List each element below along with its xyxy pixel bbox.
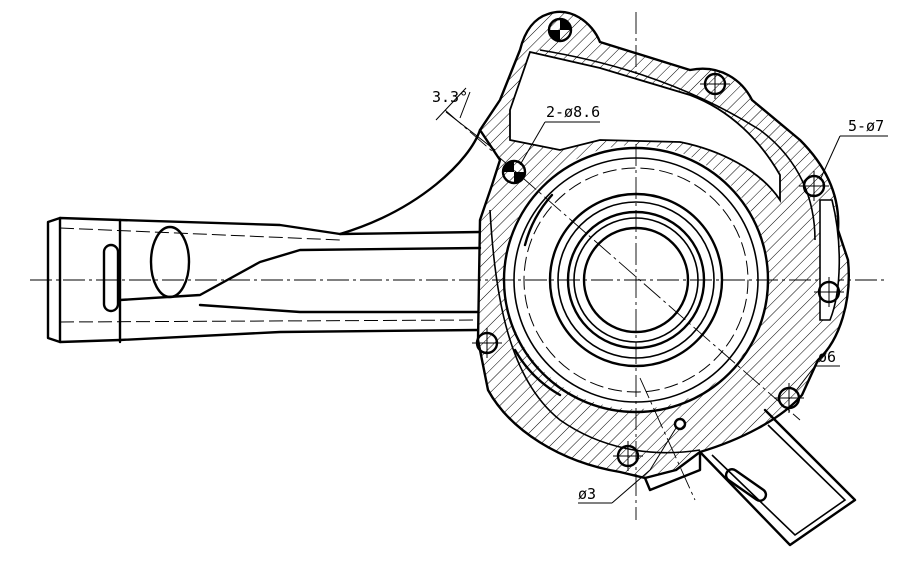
- housing-section: [476, 10, 850, 480]
- bolt-holes: [472, 17, 844, 471]
- hole-tiny-label: ø3: [578, 485, 596, 503]
- leaders: [435, 87, 888, 504]
- connector: [643, 408, 857, 547]
- hole-small-label: ø6: [818, 348, 836, 366]
- hole-tiny: [673, 417, 687, 431]
- bore-rings: [502, 146, 770, 414]
- holes-large-label: 2-ø8.6: [546, 103, 600, 121]
- lever-arm: [46, 128, 482, 344]
- hole-large-left: [501, 159, 527, 185]
- holes-bolt-label: 5-ø7: [848, 117, 884, 135]
- hole-top: [547, 17, 573, 43]
- angle-label: 3.3°: [432, 88, 468, 106]
